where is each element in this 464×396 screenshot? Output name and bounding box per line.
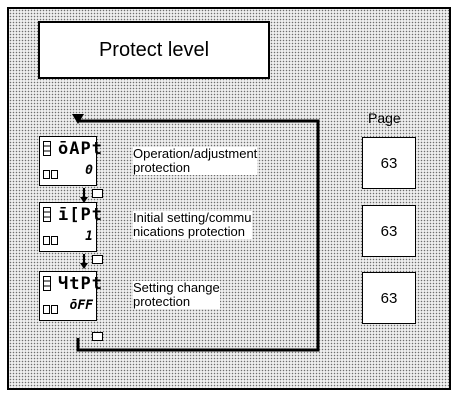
level-title-box: Protect level: [38, 21, 270, 79]
display-setting-change-protection: ЧtPt ōFF: [39, 271, 102, 321]
parameter-value: 0: [85, 163, 93, 178]
parameter-value: 1: [85, 229, 93, 244]
level-title: Protect level: [98, 38, 210, 61]
indicator-icon: [43, 207, 51, 222]
indicator-icon: [43, 141, 51, 156]
page-ref-box: 63: [362, 205, 416, 257]
mode-key-icon: [92, 255, 103, 264]
indicator-icon: [43, 305, 58, 314]
parameter-code: ЧtPt: [58, 274, 103, 294]
display-operation-adjustment-protection: ōAPt 0: [39, 136, 102, 186]
mode-key-icon: [92, 332, 103, 341]
parameter-code: ī[Pt: [58, 205, 103, 225]
mode-key-icon: [92, 189, 103, 198]
parameter-value: ōFF: [69, 298, 93, 313]
indicator-icon: [43, 170, 58, 179]
parameter-code: ōAPt: [58, 139, 103, 159]
display-initial-setting-protection: ī[Pt 1: [39, 202, 102, 252]
indicator-icon: [43, 276, 51, 291]
page-ref-box: 63: [362, 137, 416, 189]
page-column-header: Page: [368, 110, 401, 126]
indicator-icon: [43, 236, 58, 245]
page-ref-box: 63: [362, 272, 416, 324]
